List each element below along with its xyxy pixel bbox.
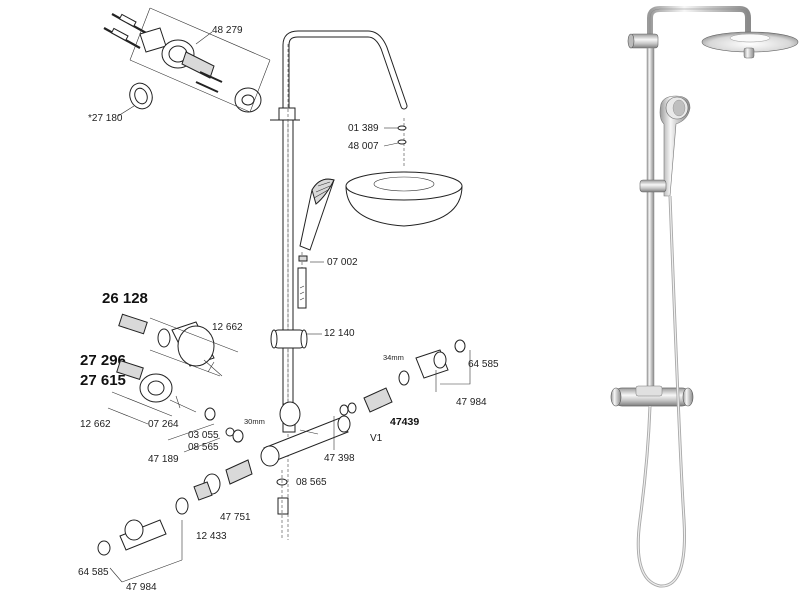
label-handle-lower: 12 662 xyxy=(80,419,111,430)
label-handle-set-a: 26 128 xyxy=(102,290,148,307)
shower-riser-upper xyxy=(270,30,408,121)
thermostat-body xyxy=(260,401,351,467)
label-wrench-size-a: 30mm xyxy=(244,417,265,426)
label-end-cap-set-right: 47 984 xyxy=(456,397,487,408)
handle-upper-assembly xyxy=(118,313,239,377)
handle-lower-assembly xyxy=(107,359,244,443)
label-shower-head-nut: 01 389 xyxy=(348,123,379,134)
label-nipple: 08 565 xyxy=(296,477,327,488)
label-end-cap-left: 64 585 xyxy=(78,567,109,578)
label-glider: 12 140 xyxy=(324,328,355,339)
check-valve-assembly xyxy=(339,339,466,416)
label-handle-set-c: 27 615 xyxy=(80,372,126,389)
outlet-nipple xyxy=(276,470,289,540)
label-bracket-seal: *27 180 xyxy=(88,113,123,124)
label-spindle-bottom: 47 189 xyxy=(148,454,179,465)
wall-bracket-assembly xyxy=(103,7,271,113)
label-spindle-a: 07 264 xyxy=(148,419,179,430)
label-spindle-b: 03 055 xyxy=(188,430,219,441)
label-handle-upper: 12 662 xyxy=(212,322,243,333)
label-end-cap-right: 64 585 xyxy=(468,359,499,370)
label-end-cap-set-left: 47 984 xyxy=(126,582,157,593)
label-wall-bracket-kit: 48 279 xyxy=(212,25,243,36)
label-spindle-c: 08 565 xyxy=(188,442,219,453)
glider xyxy=(270,329,308,349)
shower-hose xyxy=(297,267,307,309)
label-shower-head-washer: 48 007 xyxy=(348,141,379,152)
label-flow: V1 xyxy=(370,433,383,444)
thermo-cartridge-assembly xyxy=(97,459,253,556)
label-hose-washer: 07 002 xyxy=(327,257,358,268)
product-photo xyxy=(610,6,799,588)
label-wrench-size-b: 34mm xyxy=(383,353,404,362)
label-check-valve: 47 398 xyxy=(324,453,355,464)
label-handle-set-b: 27 296 xyxy=(80,352,126,369)
label-diverter-cartridge: 47439 xyxy=(390,416,419,428)
hand-shower xyxy=(298,178,335,268)
overhead-shower-head xyxy=(345,118,463,227)
label-cartridge-nut: 12 433 xyxy=(196,531,227,542)
label-thermo-cartridge: 47 751 xyxy=(220,512,251,523)
